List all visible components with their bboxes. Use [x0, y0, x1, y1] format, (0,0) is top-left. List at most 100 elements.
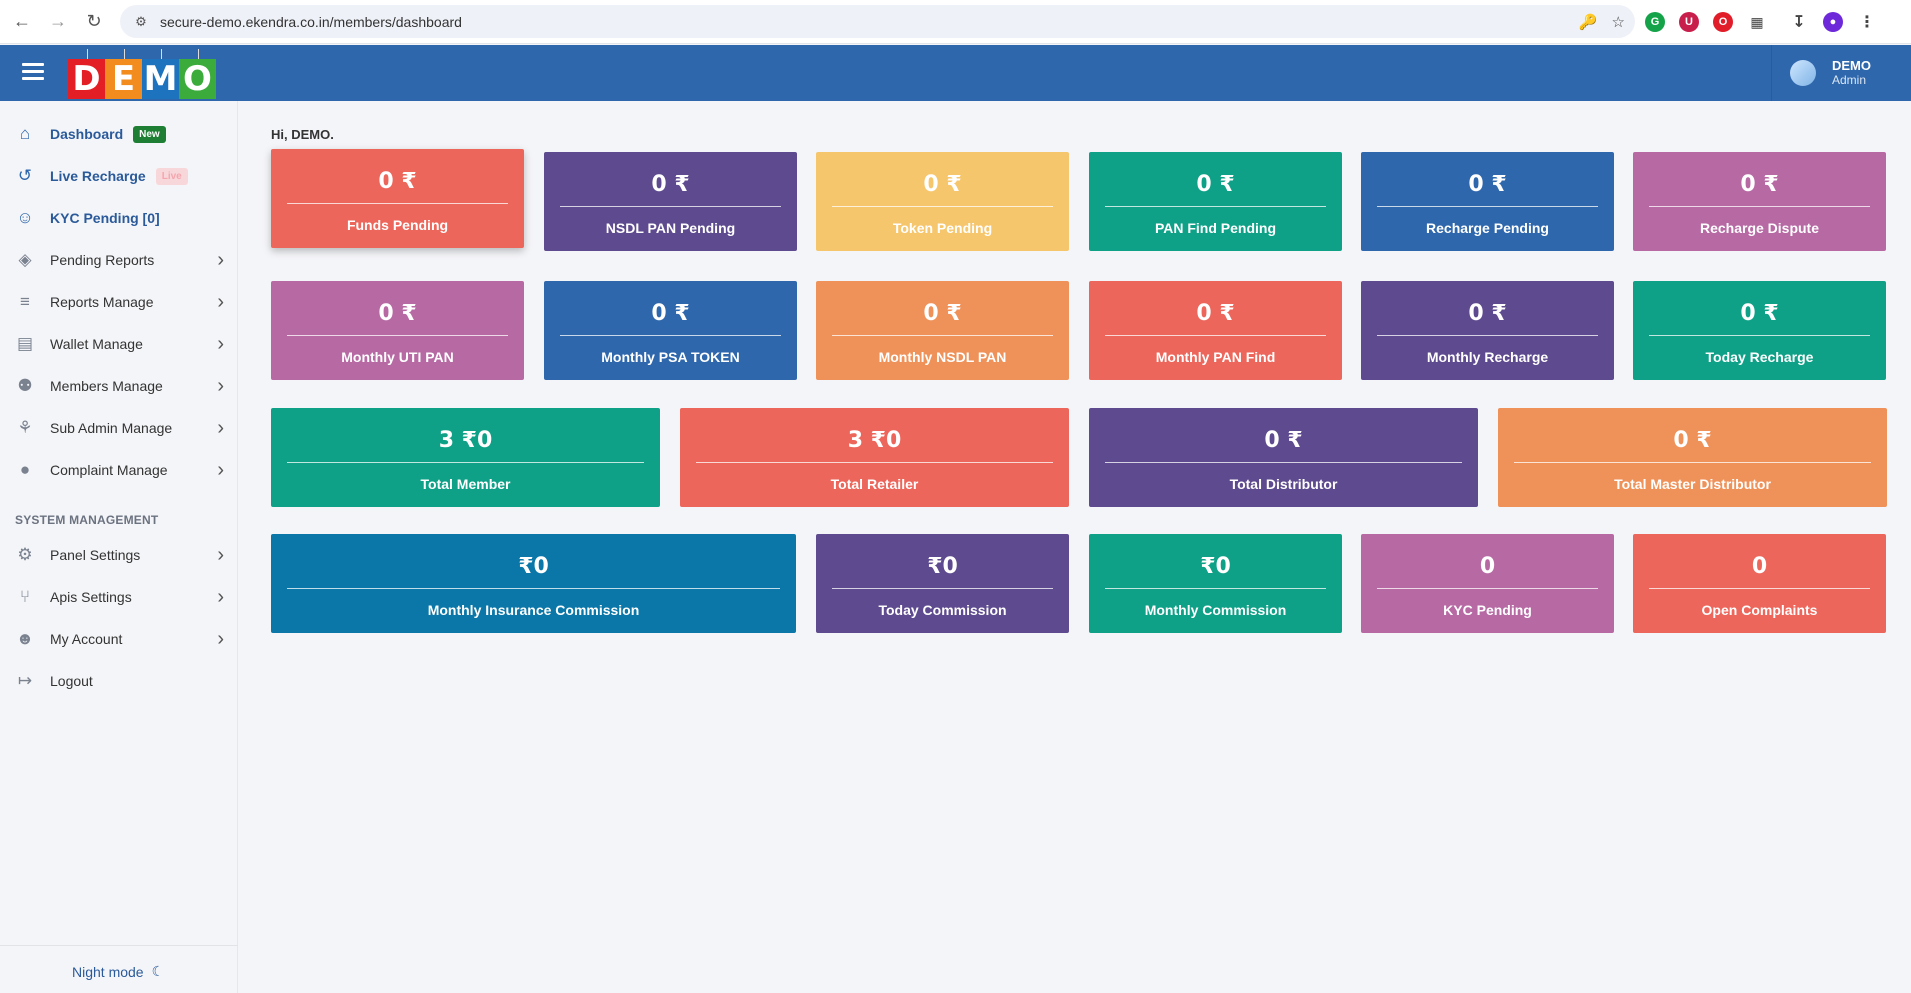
card-divider	[1514, 462, 1871, 463]
stat-value: 0 ₹	[923, 172, 962, 197]
stat-card-monthly-pan-find[interactable]: 0 ₹Monthly PAN Find	[1089, 281, 1342, 380]
sidebar-item-complaint-manage[interactable]: ●Complaint Manage›	[0, 453, 238, 487]
stat-card-recharge-pending[interactable]: 0 ₹Recharge Pending	[1361, 152, 1614, 251]
stat-label: Total Distributor	[1229, 476, 1338, 492]
browser-menu-icon[interactable]: ⋮	[1857, 12, 1877, 32]
card-divider	[287, 203, 508, 204]
greeting: Hi, DEMO.	[271, 127, 334, 142]
stat-label: Monthly Recharge	[1426, 349, 1549, 365]
stat-card-monthly-psa-token[interactable]: 0 ₹ Monthly PSA TOKEN	[544, 281, 797, 380]
browser-toolbar: ← → ↻ ⚙ secure-demo.ekendra.co.in/member…	[0, 0, 1911, 44]
ublock-extension-icon[interactable]: U	[1679, 12, 1699, 32]
sidebar-item-label: My Account	[50, 631, 123, 647]
stat-card-total-distributor[interactable]: 0 ₹ Total Distributor	[1089, 408, 1478, 507]
sidebar-item-label: Reports Manage	[50, 294, 154, 310]
night-mode-toggle[interactable]: Night mode ☾	[72, 963, 164, 980]
stat-value: 0	[1479, 554, 1496, 579]
card-divider	[1649, 335, 1870, 336]
extensions-puzzle-icon[interactable]: ▦	[1747, 12, 1767, 32]
stat-label: Monthly NSDL PAN	[878, 349, 1007, 365]
stat-label: Monthly UTI PAN	[341, 349, 454, 365]
stat-value: 0 ₹	[651, 301, 690, 326]
stat-value: 0 ₹	[1468, 301, 1507, 326]
profile-icon[interactable]: ●	[1823, 12, 1843, 32]
logo-letter: M	[142, 49, 179, 99]
chevron-right-icon: ›	[217, 332, 224, 355]
sidebar-item-panel-settings[interactable]: ⚙Panel Settings›	[0, 538, 238, 572]
sidebar-item-label: Sub Admin Manage	[50, 420, 173, 436]
logout-icon: ↦	[17, 671, 33, 690]
reload-icon[interactable]: ↻	[86, 11, 102, 31]
sidebar-item-members-manage[interactable]: ⚉Members Manage›	[0, 369, 238, 403]
stat-card-today-recharge[interactable]: 0 ₹Today Recharge	[1633, 281, 1886, 380]
download-icon[interactable]: ↧	[1789, 12, 1809, 32]
url-text[interactable]: secure-demo.ekendra.co.in/members/dashbo…	[160, 13, 462, 30]
sidebar-item-sub-admin-manage[interactable]: ⚘Sub Admin Manage›	[0, 411, 238, 445]
stat-card-recharge-dispute[interactable]: 0 ₹Recharge Dispute	[1633, 152, 1886, 251]
stat-label: NSDL PAN Pending	[605, 220, 736, 236]
card-divider	[287, 462, 644, 463]
chevron-right-icon: ›	[217, 374, 224, 397]
card-divider	[696, 462, 1053, 463]
stat-card-total-retailer[interactable]: 3 ₹0 Total Retailer	[680, 408, 1069, 507]
card-divider	[287, 335, 508, 336]
stat-value: 0 ₹	[1264, 428, 1303, 453]
stat-label: Open Complaints	[1701, 602, 1818, 618]
back-arrow-icon[interactable]: ←	[13, 11, 31, 31]
user-menu[interactable]: DEMO Admin	[1771, 45, 1911, 101]
stat-value: 0 ₹	[651, 172, 690, 197]
sidebar-item-reports-manage[interactable]: ≡Reports Manage›	[0, 285, 238, 319]
stat-value: 0 ₹	[1740, 172, 1779, 197]
sidebar-item-my-account[interactable]: ☻My Account›	[0, 622, 238, 656]
sidebar-item-kyc-pending-0[interactable]: ☺KYC Pending [0]	[0, 201, 238, 235]
bookmark-star-icon[interactable]: ☆	[1611, 13, 1625, 31]
card-divider	[1649, 588, 1870, 589]
forward-arrow-icon[interactable]: →	[49, 11, 67, 31]
stat-label: Total Retailer	[830, 476, 919, 492]
stat-value: 3 ₹0	[847, 428, 902, 453]
card-divider	[1105, 588, 1326, 589]
sidebar-item-wallet-manage[interactable]: ▤Wallet Manage›	[0, 327, 238, 361]
grammarly-extension-icon[interactable]: G	[1645, 12, 1665, 32]
card-divider	[1377, 206, 1598, 207]
stat-label: Monthly PSA TOKEN	[601, 349, 740, 365]
chevron-right-icon: ›	[217, 458, 224, 481]
password-key-icon[interactable]: 🔑	[1578, 13, 1598, 31]
hamburger-menu-icon[interactable]	[22, 63, 44, 81]
stat-label: Total Member	[420, 476, 511, 492]
sidebar-item-pending-reports[interactable]: ◈Pending Reports›	[0, 243, 238, 277]
history-icon: ↺	[17, 166, 33, 185]
sidebar-item-label: Apis Settings	[50, 589, 132, 605]
chevron-right-icon: ›	[217, 627, 224, 650]
stack-icon: ≡	[20, 292, 30, 311]
stat-card-total-master-distributor[interactable]: 0 ₹Total Master Distributor	[1498, 408, 1887, 507]
stat-label: Monthly PAN Find	[1155, 349, 1276, 365]
sidebar-item-logout[interactable]: ↦Logout	[0, 664, 238, 698]
stat-value: 0 ₹	[378, 301, 417, 326]
stat-card-monthly-recharge[interactable]: 0 ₹ Monthly Recharge	[1361, 281, 1614, 380]
stat-card-funds-pending[interactable]: 0 ₹Funds Pending	[271, 149, 524, 248]
site-info-icon[interactable]: ⚙	[135, 13, 147, 29]
stat-card-monthly-nsdl-pan[interactable]: 0 ₹Monthly NSDL PAN	[816, 281, 1069, 380]
stat-card-monthly-uti-pan[interactable]: 0 ₹ Monthly UTI PAN	[271, 281, 524, 380]
card-divider	[560, 206, 781, 207]
card-divider	[1105, 462, 1462, 463]
address-bar[interactable]: ⚙ secure-demo.ekendra.co.in/members/dash…	[120, 5, 1635, 38]
sidebar-item-apis-settings[interactable]: ⑂Apis Settings›	[0, 580, 238, 614]
stat-card-nsdl-pan-pending[interactable]: 0 ₹ NSDL PAN Pending	[544, 152, 797, 251]
opera-extension-icon[interactable]: O	[1713, 12, 1733, 32]
stat-label: Recharge Pending	[1426, 220, 1549, 236]
chevron-right-icon: ›	[217, 248, 224, 271]
stat-card-pan-find-pending[interactable]: 0 ₹PAN Find Pending	[1089, 152, 1342, 251]
stat-card-token-pending[interactable]: 0 ₹Token Pending	[816, 152, 1069, 251]
